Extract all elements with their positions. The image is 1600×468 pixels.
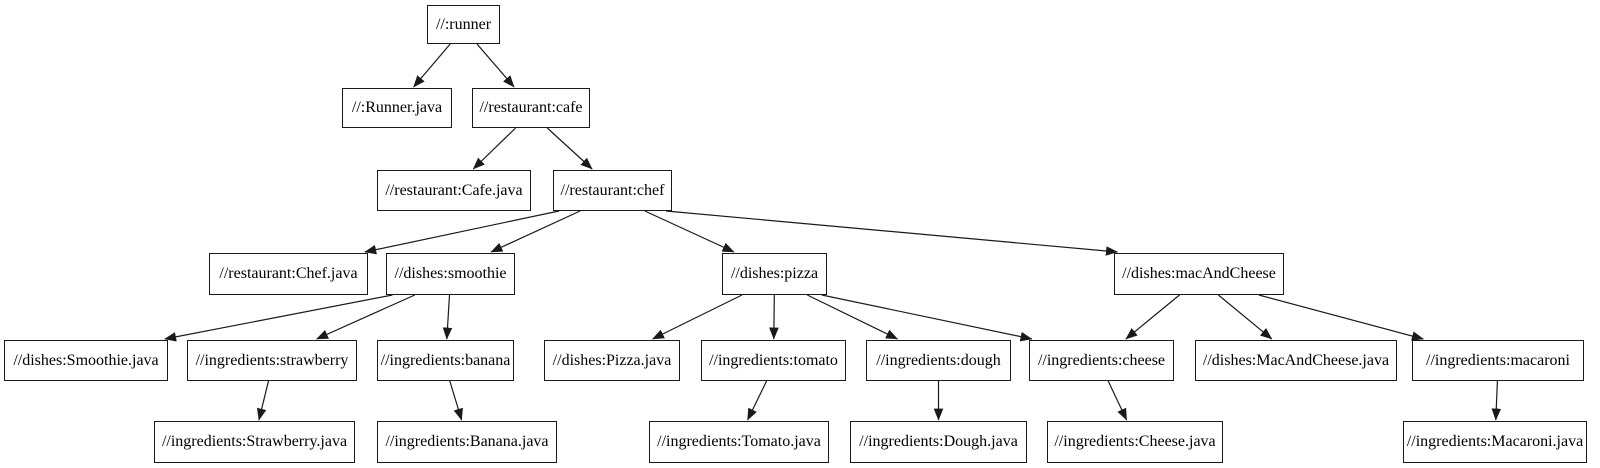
graph-edge-smoothie-banana bbox=[442, 294, 453, 340]
graph-edge-runner-runner_java bbox=[413, 43, 451, 88]
graph-node-label: //ingredients:macaroni bbox=[1426, 351, 1570, 369]
graph-node-label: //ingredients:banana bbox=[380, 351, 511, 369]
graph-edge-cheese-cheese_java bbox=[1107, 380, 1128, 421]
graph-node-runner_java: //:Runner.java bbox=[342, 88, 452, 128]
graph-node-label: //dishes:macAndCheese bbox=[1122, 265, 1276, 282]
graph-edge-smoothie-strawberry bbox=[316, 294, 416, 340]
graph-edge-tomato-tomato_java bbox=[747, 380, 768, 421]
graph-edge-cafe-chef bbox=[546, 127, 593, 170]
graph-node-dough_java: //ingredients:Dough.java bbox=[850, 421, 1027, 463]
graph-node-pizza_java: //dishes:Pizza.java bbox=[544, 340, 680, 381]
graph-edge-chef-chef_java bbox=[364, 210, 560, 255]
graph-node-banana: //ingredients:banana bbox=[377, 340, 514, 381]
graph-edge-banana-banana_java bbox=[449, 380, 463, 421]
graph-node-chef: //restaurant:chef bbox=[553, 170, 672, 211]
graph-node-label: //restaurant:Chef.java bbox=[219, 265, 358, 282]
graph-node-label: //restaurant:Cafe.java bbox=[385, 181, 523, 199]
graph-edge-strawberry-strawberry_java bbox=[256, 380, 270, 421]
graph-node-cafe_java: //restaurant:Cafe.java bbox=[377, 170, 531, 211]
graph-node-chef_java: //restaurant:Chef.java bbox=[209, 253, 368, 295]
graph-edge-runner-cafe bbox=[476, 43, 515, 88]
graph-edge-macandcheese-cheese bbox=[1125, 294, 1180, 340]
graph-edge-chef-smoothie bbox=[490, 210, 581, 253]
graph-edge-pizza-pizza_java bbox=[652, 294, 743, 340]
graph-node-label: //ingredients:Banana.java bbox=[385, 433, 549, 450]
graph-edge-macaroni-macaroni_java bbox=[1491, 380, 1502, 421]
graph-edge-pizza-dough bbox=[807, 294, 899, 340]
graph-node-cheese_java: //ingredients:Cheese.java bbox=[1047, 421, 1223, 463]
graph-node-label: //ingredients:Cheese.java bbox=[1054, 433, 1216, 450]
graph-edge-pizza-tomato bbox=[769, 294, 779, 340]
graph-node-label: //ingredients:cheese bbox=[1037, 351, 1166, 369]
graph-edge-macandcheese-macaroni bbox=[1258, 294, 1424, 341]
graph-node-label: //ingredients:Dough.java bbox=[859, 433, 1018, 450]
graph-node-runner: //:runner bbox=[427, 5, 500, 44]
graph-edge-pizza-cheese bbox=[821, 294, 1033, 342]
graph-node-label: //restaurant:chef bbox=[560, 181, 665, 199]
graph-node-banana_java: //ingredients:Banana.java bbox=[377, 421, 557, 463]
graph-node-smoothie: //dishes:smoothie bbox=[386, 253, 515, 295]
graph-edge-cafe-cafe_java bbox=[472, 127, 517, 170]
graph-edge-smoothie-smoothie_java bbox=[164, 294, 393, 342]
graph-node-macaroni: //ingredients:macaroni bbox=[1412, 340, 1584, 381]
graph-node-dough: //ingredients:dough bbox=[866, 340, 1011, 381]
graph-node-strawberry: //ingredients:strawberry bbox=[187, 340, 357, 381]
graph-node-macaroni_java: //ingredients:Macaroni.java bbox=[1403, 421, 1587, 463]
graph-edge-macandcheese-macandcheese_java bbox=[1218, 294, 1273, 340]
graph-node-label: //:runner bbox=[435, 15, 492, 33]
graph-node-label: //ingredients:Tomato.java bbox=[657, 433, 821, 450]
graph-node-cheese: //ingredients:cheese bbox=[1029, 340, 1174, 381]
graph-node-macandcheese: //dishes:macAndCheese bbox=[1114, 253, 1284, 295]
graph-node-label: //dishes:Pizza.java bbox=[552, 351, 672, 369]
graph-node-label: //dishes:MacAndCheese.java bbox=[1202, 351, 1390, 369]
graph-node-label: //dishes:pizza bbox=[730, 265, 819, 282]
graph-node-label: //ingredients:strawberry bbox=[195, 351, 349, 369]
graph-node-label: //restaurant:cafe bbox=[479, 99, 583, 116]
graph-node-pizza: //dishes:pizza bbox=[722, 253, 827, 295]
graph-node-tomato_java: //ingredients:Tomato.java bbox=[649, 421, 829, 463]
graph-node-strawberry_java: //ingredients:Strawberry.java bbox=[154, 421, 355, 463]
graph-node-label: //ingredients:Macaroni.java bbox=[1406, 433, 1584, 450]
graph-node-tomato: //ingredients:tomato bbox=[701, 340, 846, 381]
graph-edge-chef-macandcheese bbox=[665, 210, 1118, 256]
graph-node-label: //ingredients:Strawberry.java bbox=[161, 433, 348, 450]
graph-node-label: //dishes:smoothie bbox=[394, 265, 507, 282]
graph-node-smoothie_java: //dishes:Smoothie.java bbox=[4, 340, 168, 381]
graph-node-label: //ingredients:tomato bbox=[709, 351, 838, 369]
graph-node-label: //ingredients:dough bbox=[876, 351, 1001, 369]
graph-node-label: //dishes:Smoothie.java bbox=[13, 351, 159, 369]
graph-node-cafe: //restaurant:cafe bbox=[472, 88, 590, 128]
graph-node-label: //:Runner.java bbox=[351, 99, 443, 116]
graph-edge-chef-pizza bbox=[644, 210, 735, 253]
graph-node-macandcheese_java: //dishes:MacAndCheese.java bbox=[1195, 340, 1397, 381]
